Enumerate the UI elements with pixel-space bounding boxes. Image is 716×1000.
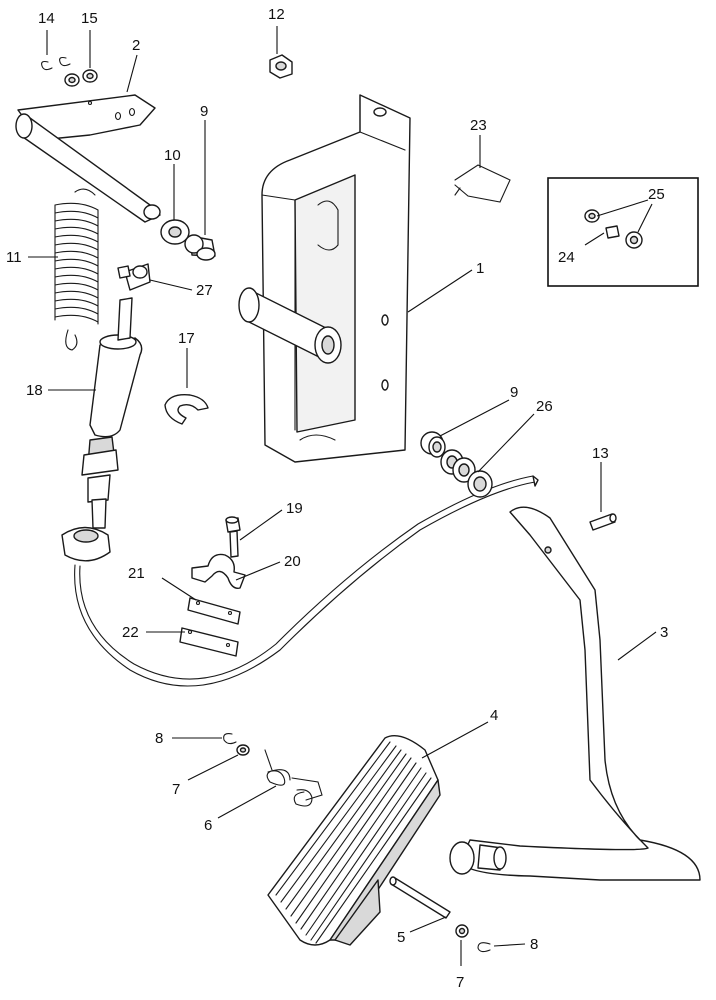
leader-lines <box>28 26 657 966</box>
callout-24: 24 <box>558 249 575 266</box>
part-21-plate <box>187 597 241 625</box>
callout-25: 25 <box>648 186 665 203</box>
part-11-extension-spring <box>54 188 99 351</box>
part-7-washer-upper <box>236 744 250 756</box>
part-26-bushings <box>440 449 493 498</box>
part-27-cable-end <box>117 263 151 291</box>
part-7-washer-lower <box>455 924 469 938</box>
callout-23: 23 <box>470 117 487 134</box>
callout-numbers: 14 15 2 12 9 10 11 27 17 18 23 1 25 24 9… <box>6 6 668 991</box>
callout-4: 4 <box>490 707 498 724</box>
callout-18: 18 <box>26 382 43 399</box>
part-9-bushing-lower <box>420 431 446 458</box>
part-19-bolt <box>225 516 241 558</box>
callout-19: 19 <box>286 500 303 517</box>
callout-20: 20 <box>284 553 301 570</box>
part-8-clip-lower <box>477 942 491 953</box>
part-24-bushing <box>605 225 620 239</box>
part-1-bracket <box>238 94 411 463</box>
part-22-plate <box>179 627 239 657</box>
callout-12: 12 <box>268 6 285 23</box>
callout-8-lower: 8 <box>530 936 538 953</box>
part-18-cable-assembly <box>61 297 539 687</box>
part-8-clip-upper <box>223 733 237 745</box>
callout-9-upper: 9 <box>200 103 208 120</box>
callout-9-lower: 9 <box>510 384 518 401</box>
part-17-clip <box>164 394 209 425</box>
part-12-nut <box>269 54 293 79</box>
callout-22: 22 <box>122 624 139 641</box>
part-13-roll-pin <box>589 513 617 531</box>
part-2-shaft-lever <box>15 94 161 223</box>
part-5-pin <box>389 876 451 919</box>
part-23-wire-clip <box>454 164 511 203</box>
callout-1: 1 <box>476 260 484 277</box>
inset-box <box>547 177 699 287</box>
part-20-clamp <box>191 553 246 589</box>
callout-17: 17 <box>178 330 195 347</box>
part-4-pedal-pad <box>267 735 441 946</box>
callout-26: 26 <box>536 398 553 415</box>
callout-27: 27 <box>196 282 213 299</box>
part-3-pedal-arm <box>449 506 701 881</box>
callout-7-lower: 7 <box>456 974 464 991</box>
callout-6: 6 <box>204 817 212 834</box>
part-15-washers <box>64 69 98 87</box>
part-9-bushing-upper <box>184 234 216 261</box>
callout-11: 11 <box>6 249 22 266</box>
part-14-eclips <box>41 56 71 71</box>
callout-10: 10 <box>164 147 181 164</box>
callout-3: 3 <box>660 624 668 641</box>
callout-13: 13 <box>592 445 609 462</box>
part-6-torsion-spring <box>264 749 323 807</box>
callout-8-upper: 8 <box>155 730 163 747</box>
part-10-washer <box>160 219 190 245</box>
callout-5: 5 <box>397 929 405 946</box>
callout-21: 21 <box>128 565 145 582</box>
callout-14: 14 <box>38 10 55 27</box>
callout-2: 2 <box>132 37 140 54</box>
callout-7-upper: 7 <box>172 781 180 798</box>
callout-15: 15 <box>81 10 98 27</box>
